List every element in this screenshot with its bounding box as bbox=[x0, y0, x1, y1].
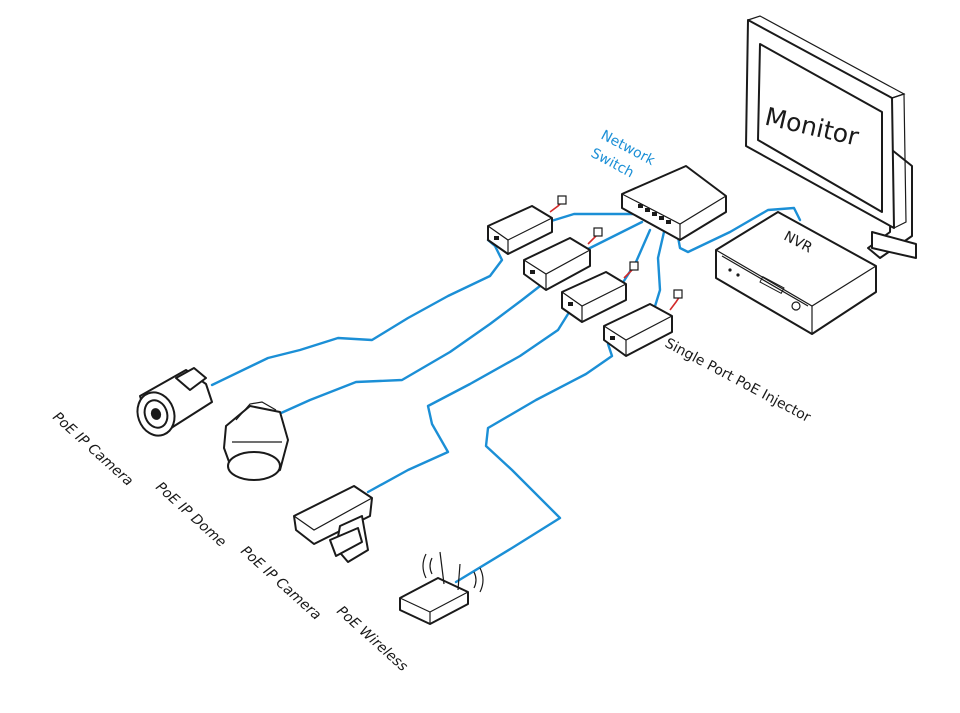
cable-camera-2 bbox=[366, 312, 570, 494]
antenna bbox=[439, 551, 445, 585]
network-switch: Network Switch bbox=[588, 127, 727, 241]
ip-camera-bullet bbox=[136, 367, 213, 437]
cable-switch-nvr bbox=[674, 206, 802, 254]
ip-dome-camera bbox=[223, 401, 289, 481]
power-plug-icon bbox=[557, 195, 567, 205]
wireless-access-point bbox=[399, 551, 484, 625]
label-poe-wireless: PoE Wireless bbox=[333, 603, 410, 675]
switch-ports bbox=[638, 204, 671, 224]
cables bbox=[210, 206, 802, 584]
monitor: Monitor bbox=[745, 15, 917, 259]
injector-label: Single Port PoE Injector bbox=[662, 335, 813, 426]
power-plug-icon bbox=[593, 227, 603, 237]
label-poe-ip-camera-1: PoE IP Camera bbox=[49, 409, 136, 489]
cable-camera-1 bbox=[210, 238, 504, 387]
ip-camera-bracket bbox=[293, 485, 373, 563]
nvr: NVR bbox=[715, 211, 877, 335]
cable-inj1-switch bbox=[546, 212, 638, 224]
power-plug-icon bbox=[629, 261, 639, 271]
label-poe-ip-dome: PoE IP Dome bbox=[152, 479, 229, 550]
poe-injector-2 bbox=[523, 227, 603, 291]
poe-injector-1 bbox=[487, 195, 567, 255]
cable-inj4-switch bbox=[650, 230, 666, 318]
cable-inj2-switch bbox=[584, 220, 644, 252]
wireless-signal-icon bbox=[422, 553, 484, 593]
cable-dome bbox=[268, 272, 542, 420]
label-poe-ip-camera-2: PoE IP Camera bbox=[237, 543, 324, 623]
power-plug-icon bbox=[673, 289, 683, 299]
poe-injector-3 bbox=[561, 261, 639, 323]
antenna bbox=[457, 563, 461, 591]
cable-wireless bbox=[454, 342, 614, 584]
